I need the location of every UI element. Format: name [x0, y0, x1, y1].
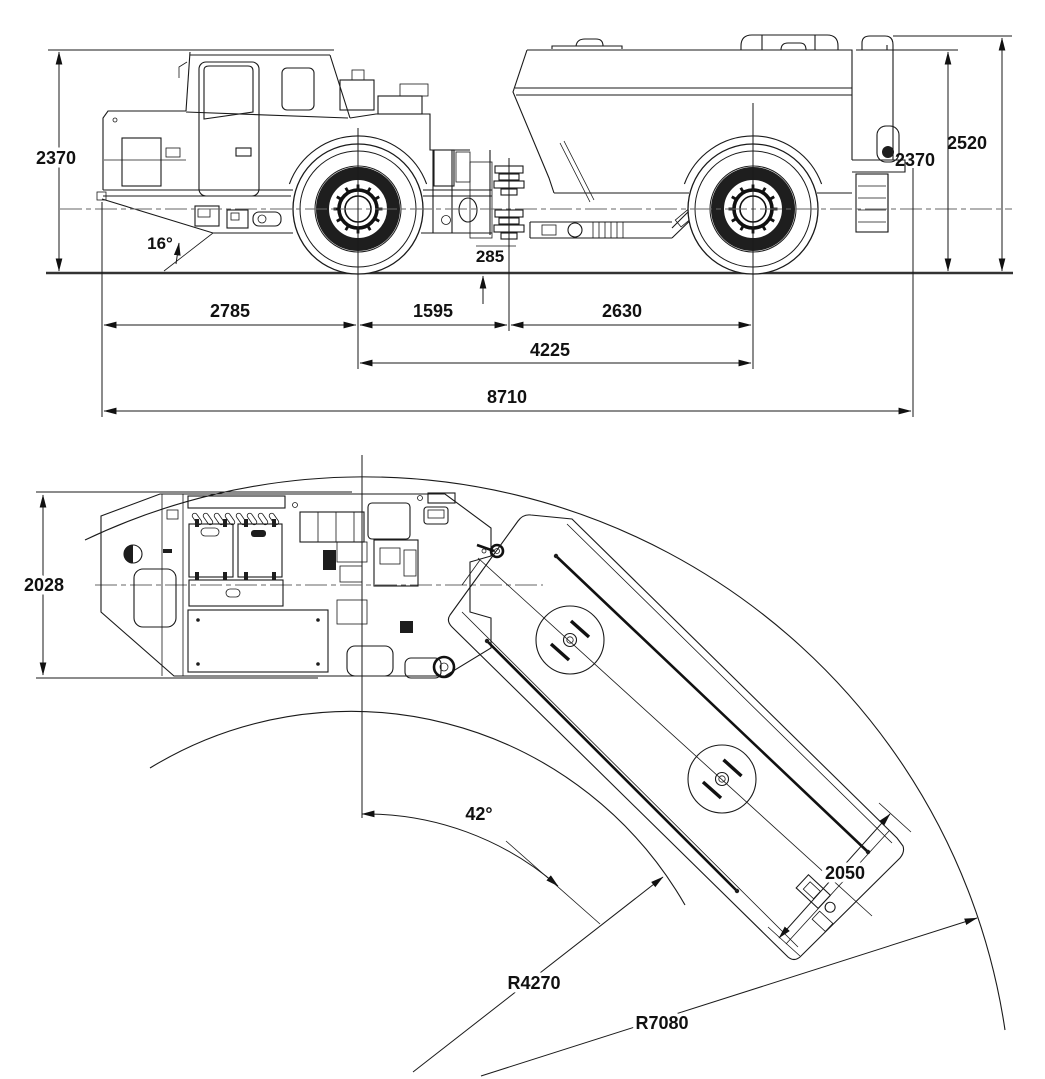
tractor-unit [96, 49, 492, 235]
dim-label-approach-angle: 16° [147, 234, 173, 253]
inner-radius-leader [412, 876, 664, 1073]
plan-wheel-2 [687, 744, 757, 814]
dim-label-height-cab: 2370 [36, 148, 76, 168]
dim-label-ground-clearance: 285 [476, 247, 504, 266]
tractor-plan [100, 492, 505, 679]
side-view: 2370 2370 2520 16° 285 2785 1595 2630 42… [32, 34, 1013, 417]
dim-label-articulation-angle: 42° [465, 804, 492, 824]
plan-view: 2028 42° 2050 R4270 R7080 [20, 455, 1006, 1077]
plan-dimensions: 2028 42° 2050 R4270 R7080 [20, 491, 978, 1077]
dim-label-overall-width: 2028 [24, 575, 64, 595]
dim-line-box-width [778, 813, 891, 939]
box-width-extension-lines [767, 802, 912, 957]
dim-label-height-overall: 2520 [947, 133, 987, 153]
articulation-hitch [469, 161, 525, 240]
articulation-reference-line [505, 840, 601, 925]
dim-label-front-to-axle: 2785 [210, 301, 250, 321]
dim-label-overall-length: 8710 [487, 387, 527, 407]
articulation-angle-arc [361, 810, 559, 887]
dim-label-wheelbase: 4225 [530, 340, 570, 360]
side-dimensions: 2370 2370 2520 16° 285 2785 1595 2630 42… [32, 37, 1006, 415]
tailgate-latch [795, 873, 836, 933]
approach-angle-arrow [173, 242, 181, 265]
dump-box-plan [447, 514, 905, 961]
dim-label-box-width: 2050 [825, 863, 865, 883]
approach-angle-line [163, 232, 214, 272]
extension-lines [48, 35, 1012, 417]
trailer-centerline [477, 557, 873, 917]
dim-label-axle-to-hitch: 1595 [413, 301, 453, 321]
inner-turning-arc [149, 710, 686, 906]
plan-wheel-1 [535, 605, 605, 675]
outer-turning-arc [84, 476, 1006, 1031]
dim-label-inner-radius: R4270 [507, 973, 560, 993]
dim-label-height-rear: 2370 [895, 150, 935, 170]
width-extension-lines [36, 491, 352, 679]
dim-label-outer-radius: R7080 [635, 1013, 688, 1033]
outer-radius-leader [480, 917, 978, 1077]
dim-label-hitch-to-rear-axle: 2630 [602, 301, 642, 321]
panel-bolts [195, 519, 276, 580]
